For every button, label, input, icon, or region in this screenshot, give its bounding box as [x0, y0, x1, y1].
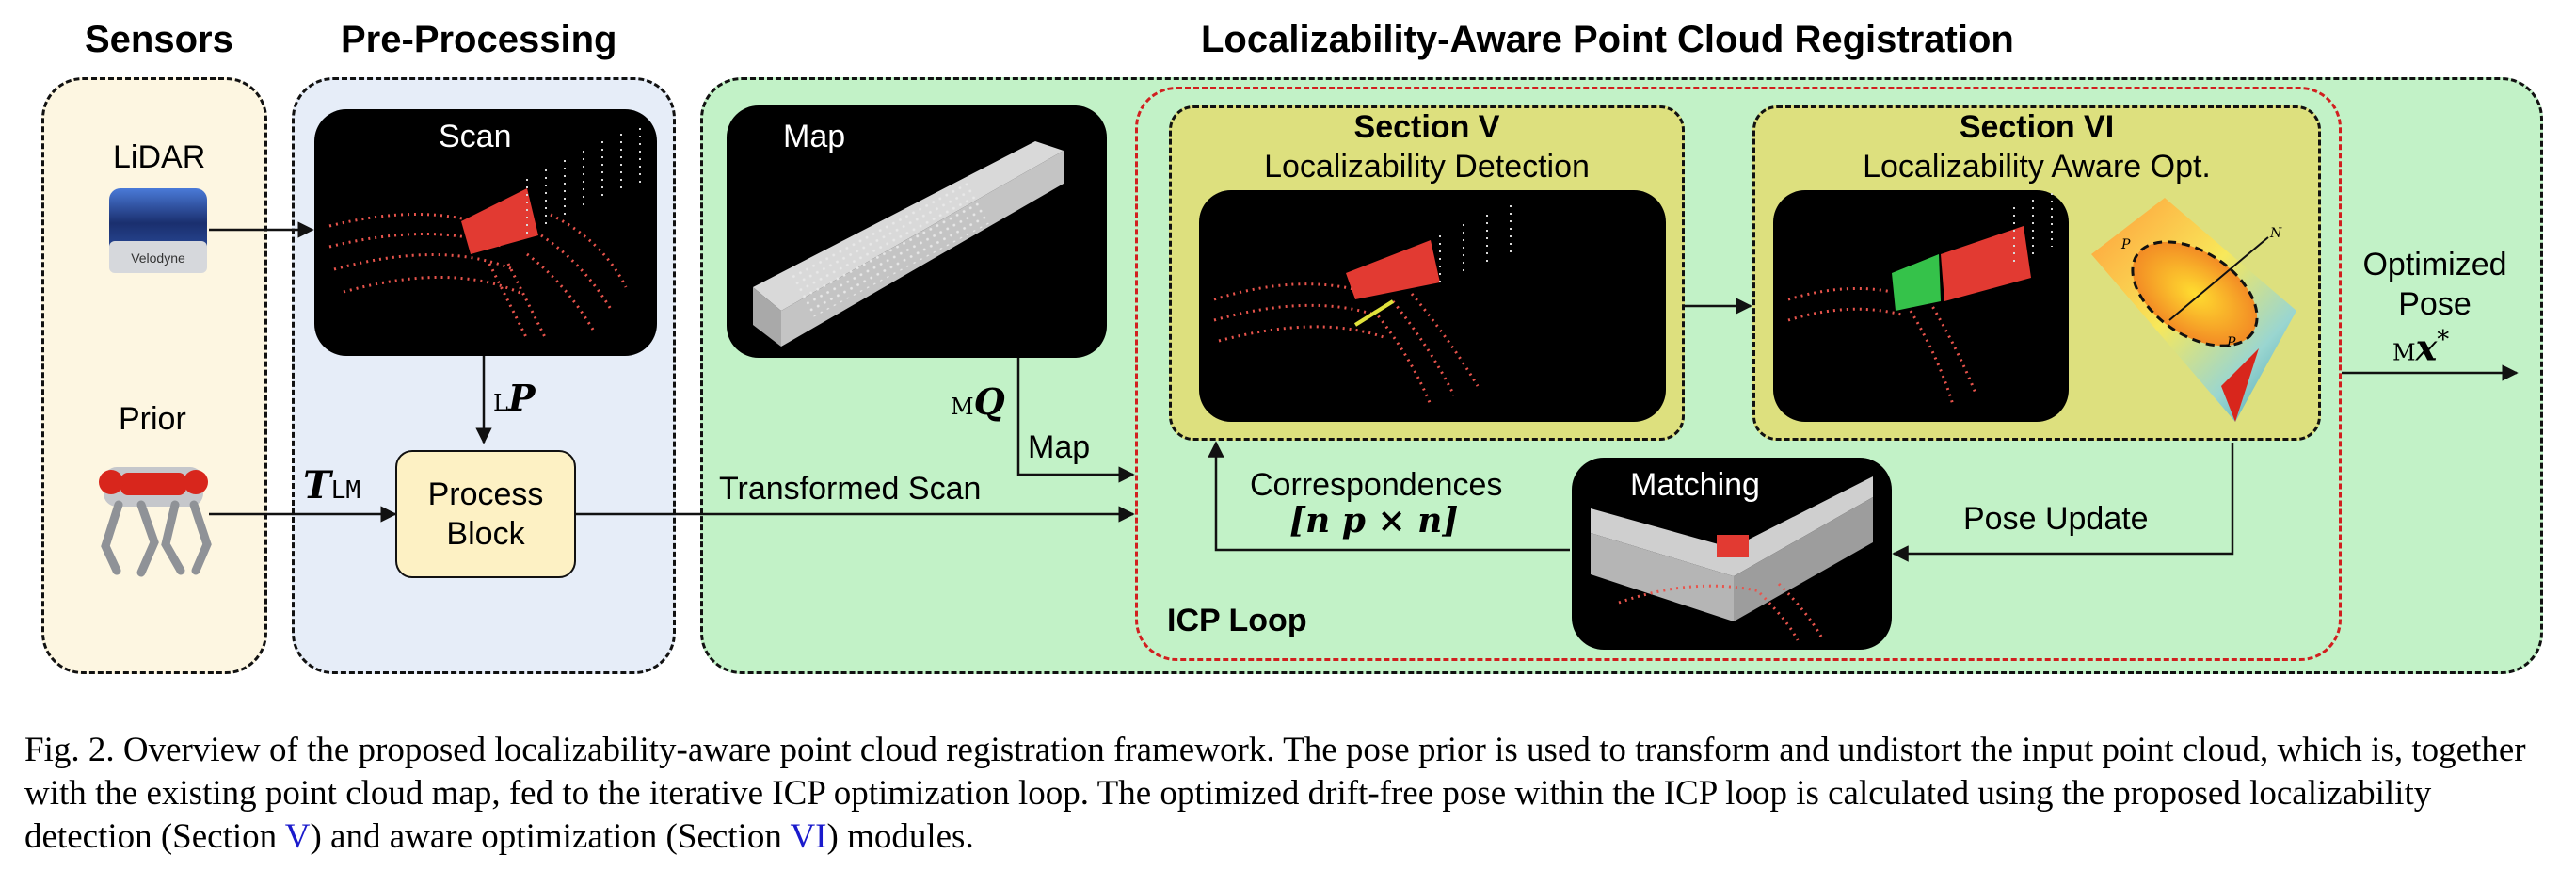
process-block-line2: Block — [446, 516, 525, 552]
pose-superscript: * — [2437, 326, 2450, 354]
registration-heading: Localizability-Aware Point Cloud Registr… — [1201, 19, 2014, 60]
prior-transform-symbol: TLM — [303, 463, 360, 508]
prior-label: Prior — [119, 401, 186, 437]
optimized-pose-label: Optimized Pose — [2349, 245, 2520, 324]
section-vi-title: Section VI — [1959, 109, 2115, 145]
sensors-panel — [41, 77, 267, 674]
caption-suffix: ) modules. — [826, 817, 974, 856]
opt-columns — [2013, 193, 2053, 264]
map-corridor-model — [753, 141, 1064, 347]
lidar-sensor-icon: Velodyne — [109, 188, 207, 273]
scan-label: Scan — [439, 119, 512, 154]
icp-loop-region — [1135, 87, 2342, 661]
caption-ref-section-v[interactable]: V — [284, 817, 311, 856]
detection-marker — [1353, 299, 1395, 327]
caption-prefix: Fig. 2. Overview of the proposed localiz… — [24, 731, 2526, 856]
section-vi-subtitle: Localizability Aware Opt. — [1863, 149, 2211, 185]
lp-subscript: L — [493, 390, 508, 416]
optimized-pose-line1: Optimized — [2362, 247, 2507, 282]
pose-update-label: Pose Update — [1963, 501, 2149, 537]
process-block: Process Block — [395, 450, 576, 578]
detection-highlight — [1346, 240, 1440, 299]
surface-label-p2: P — [2227, 335, 2236, 350]
optimized-pose-line2: Pose — [2398, 286, 2472, 322]
tlm-subscript: LM — [330, 476, 361, 505]
caption-middle: ) and aware optimization (Section — [310, 817, 791, 856]
connector-arrows — [209, 221, 2519, 562]
optimized-pose-symbol: Mx* — [2392, 326, 2449, 369]
scan-pointcloud-symbol: LP — [493, 377, 536, 419]
surface-label-n: N — [2270, 226, 2282, 241]
surface-label-p1: P — [2121, 237, 2131, 252]
pose-symbol: x — [2415, 326, 2438, 369]
preprocessing-heading: Pre-Processing — [341, 19, 617, 60]
lidar-label: LiDAR — [113, 139, 206, 175]
opt-point-cloud — [1787, 286, 1978, 406]
section-v-subtitle: Localizability Detection — [1264, 149, 1590, 185]
lp-symbol: P — [507, 377, 536, 419]
optimization-surface — [2091, 198, 2296, 422]
matching-label: Matching — [1630, 467, 1760, 503]
map-pointcloud-symbol: MQ — [951, 380, 1005, 423]
sensors-heading: Sensors — [85, 19, 233, 60]
section-v-title-block: Section V Localizability Detection — [1169, 107, 1685, 186]
correspondences-label: Correspondences — [1250, 467, 1503, 503]
transformed-scan-label: Transformed Scan — [719, 471, 982, 507]
opt-red-highlight — [1941, 226, 2031, 301]
mq-symbol: Q — [973, 380, 1005, 423]
scan-vertical-columns — [526, 128, 641, 235]
matching-scene — [1591, 476, 1873, 641]
correspondence-expression: [n p × n] — [1289, 501, 1459, 540]
pose-subscript: M — [2392, 339, 2416, 366]
section-v-title: Section V — [1353, 109, 1500, 145]
section-vi-title-block: Section VI Localizability Aware Opt. — [1752, 107, 2321, 186]
icp-loop-label: ICP Loop — [1167, 603, 1307, 638]
lidar-brand-text: Velodyne — [131, 250, 185, 266]
opt-green-highlight — [1892, 254, 1941, 311]
localizability-detection-image — [1199, 190, 1666, 422]
mq-subscript: M — [951, 394, 974, 420]
map-label: Map — [783, 119, 846, 154]
scan-highlight — [461, 188, 538, 254]
caption-ref-section-vi[interactable]: VI — [790, 817, 827, 856]
process-block-line1: Process — [427, 476, 544, 512]
figure-caption: Fig. 2. Overview of the proposed localiz… — [24, 729, 2556, 859]
detection-columns — [1439, 205, 1512, 282]
tlm-symbol: T — [303, 463, 331, 508]
detection-point-cloud — [1213, 282, 1480, 406]
map-flow-label: Map — [1028, 429, 1091, 465]
robot-prior-icon — [99, 467, 212, 577]
